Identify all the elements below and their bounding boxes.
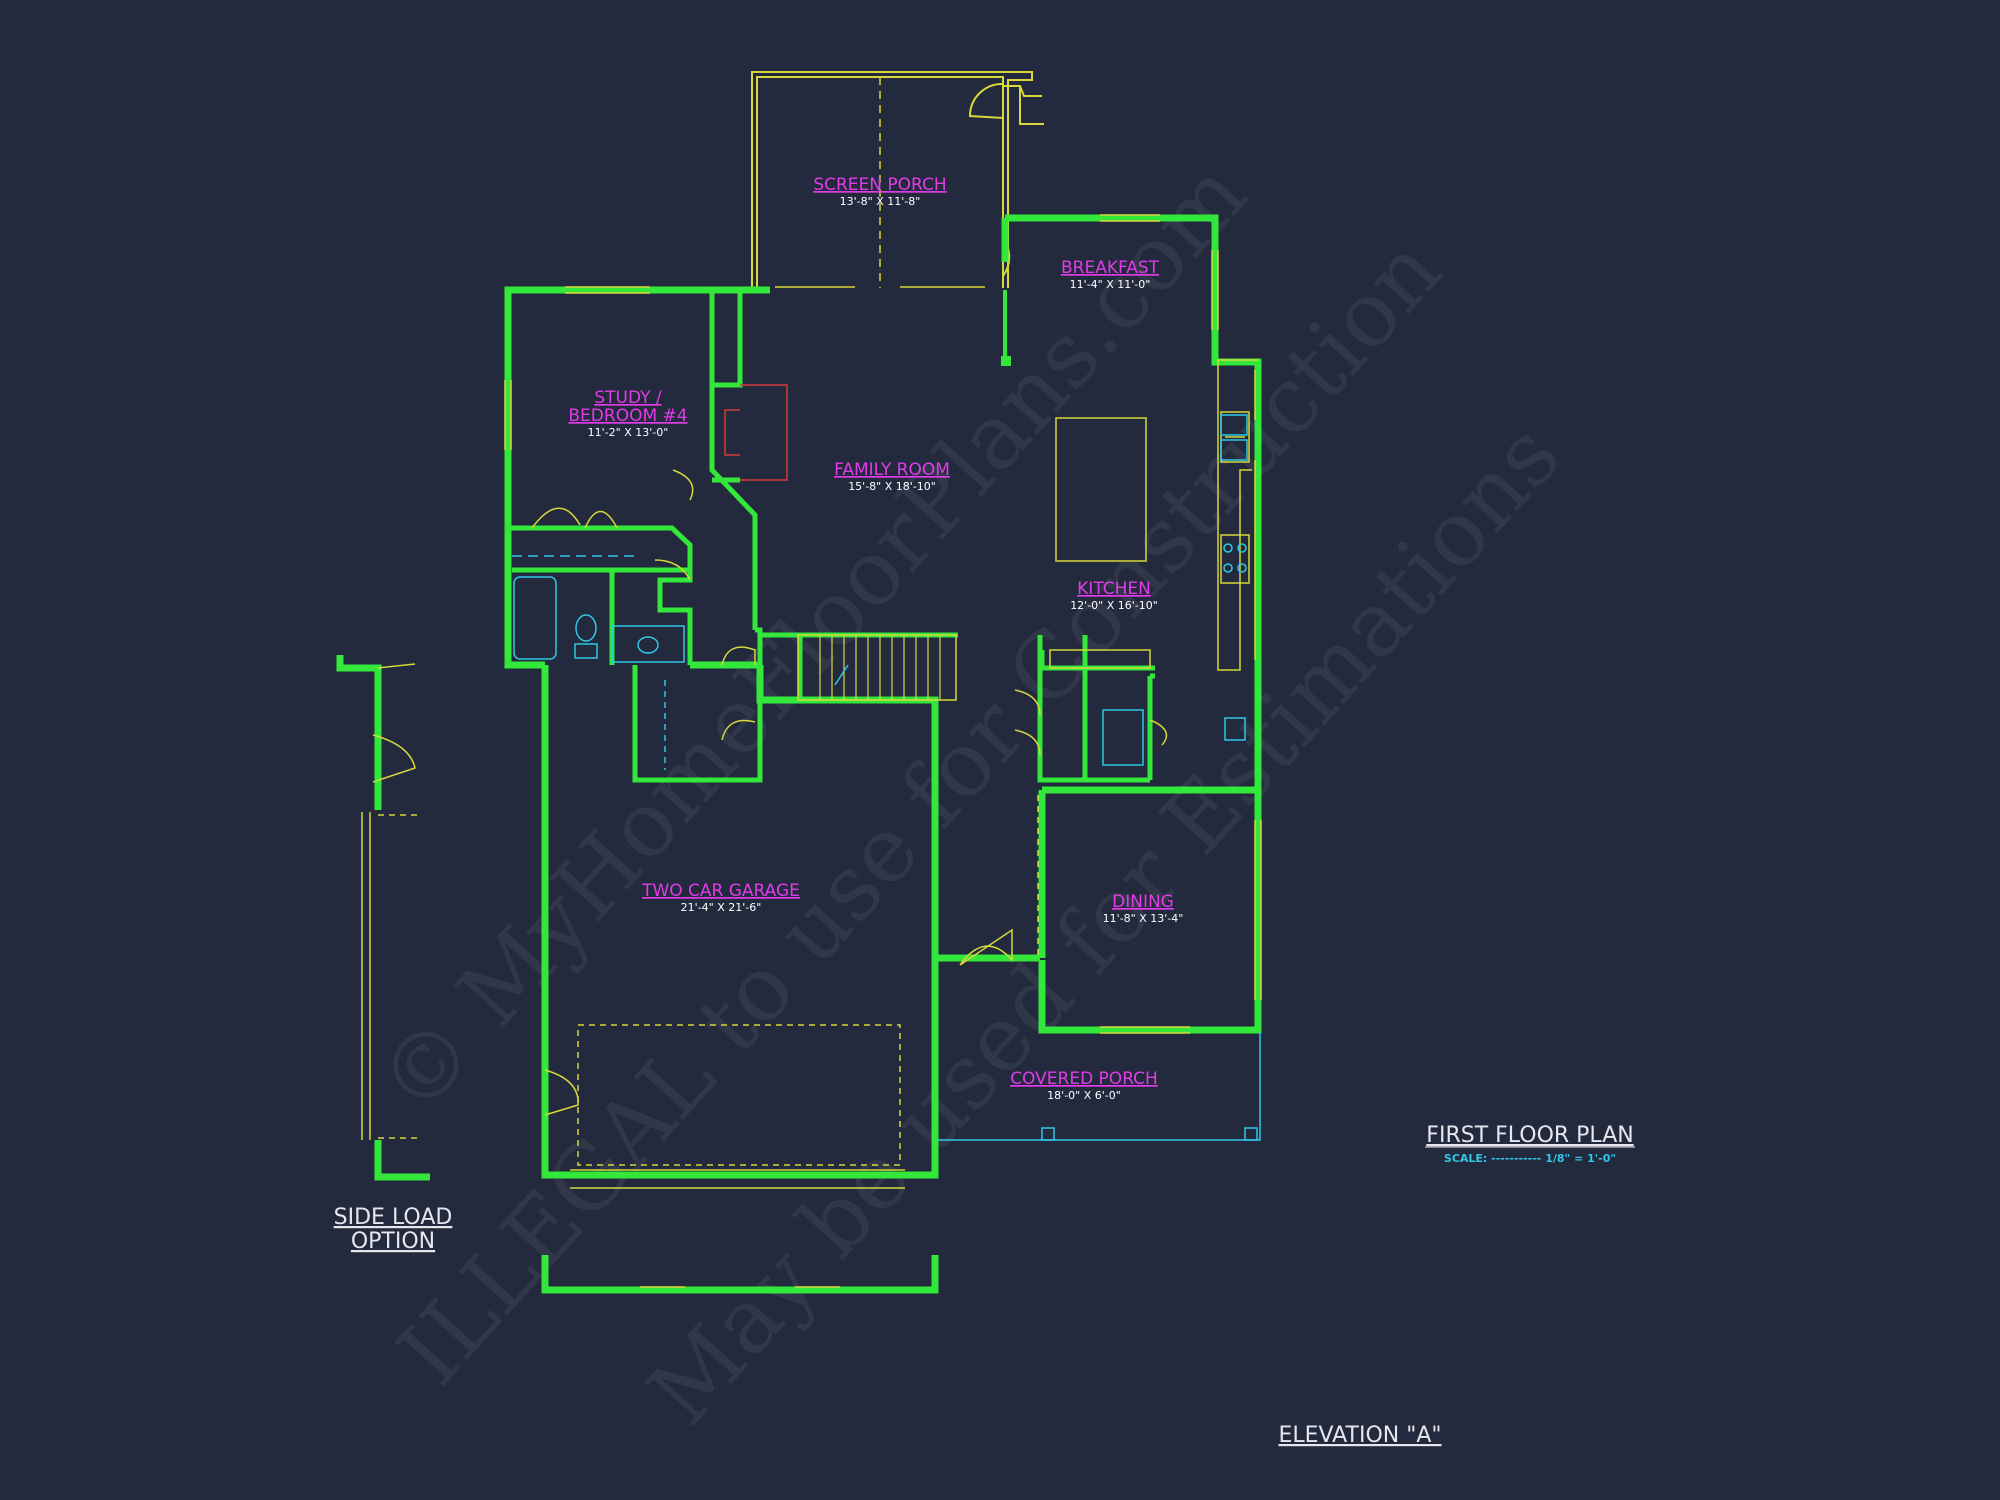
family-room-dim: 15'-8" X 18'-10": [848, 480, 936, 493]
elevation-caption: ELEVATION "A": [1278, 1423, 1441, 1448]
garage-label: TWO CAR GARAGE: [641, 881, 800, 901]
garage-dim: 21'-4" X 21'-6": [681, 901, 762, 914]
side-load-caption-line-2: OPTION: [351, 1229, 435, 1254]
dining-dim: 11'-8" X 13'-4": [1103, 912, 1184, 925]
plan-title: FIRST FLOOR PLAN: [1426, 1123, 1633, 1148]
family-room-label: FAMILY ROOM: [834, 460, 950, 480]
screen-porch-walls: [751, 71, 1044, 288]
scale-label: SCALE: ----------- 1/8" = 1'-0": [1444, 1152, 1616, 1165]
breakfast-label: BREAKFAST: [1061, 258, 1160, 278]
watermark-line-2: ILLEGAL to use for Construction: [378, 218, 1461, 1404]
study-label-line-1: STUDY /: [594, 388, 662, 408]
side-load-caption-line-1: SIDE LOAD: [334, 1205, 453, 1230]
kitchen-dim: 12'-0" X 16'-10": [1070, 599, 1158, 612]
exterior-walls: [504, 214, 1262, 1179]
detail-lines: [504, 214, 1262, 1189]
side-load-option-drawing: [336, 655, 430, 1181]
study-dim: 11'-2" X 13'-0": [588, 426, 669, 439]
kitchen-label: KITCHEN: [1077, 579, 1151, 599]
covered-porch-label: COVERED PORCH: [1010, 1069, 1158, 1089]
interior-walls: [510, 290, 1155, 783]
elevation-a-drawing: [541, 1255, 939, 1294]
screen-porch-dim: 13'-8" X 11'-8": [840, 195, 921, 208]
plan-captions: FIRST FLOOR PLAN SCALE: ----------- 1/8"…: [334, 1123, 1635, 1448]
room-labels: SCREEN PORCH 13'-8" X 11'-8" BREAKFAST 1…: [568, 175, 1183, 1102]
study-label-line-2: BEDROOM #4: [568, 406, 687, 426]
plumbing-fixtures: [512, 414, 1261, 1141]
screen-porch-label: SCREEN PORCH: [813, 175, 946, 195]
covered-porch-dim: 18'-0" X 6'-0": [1047, 1089, 1121, 1102]
breakfast-dim: 11'-4" X 11'-0": [1070, 278, 1151, 291]
dining-label: DINING: [1112, 892, 1174, 912]
